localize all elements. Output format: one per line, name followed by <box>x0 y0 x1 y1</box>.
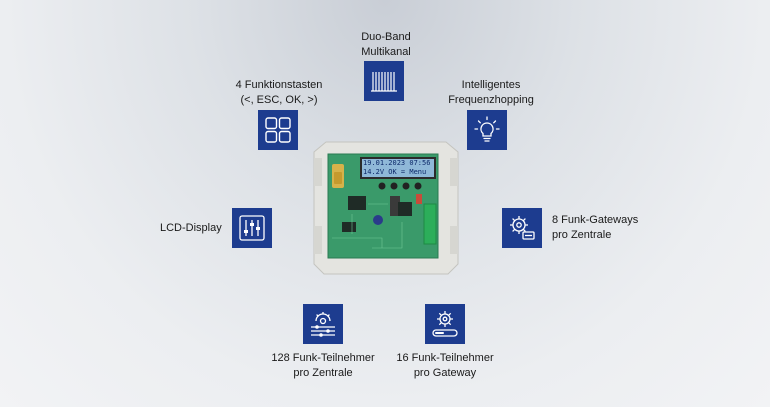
lightbulb-icon <box>474 116 500 142</box>
lcd-display-label: LCD-Display <box>160 222 222 234</box>
gear-network-icon <box>510 216 535 240</box>
sliders-tile <box>232 208 272 248</box>
duo-band-label: Duo-Band Multikanal <box>361 31 411 58</box>
frequency-bars-icon <box>371 72 397 92</box>
gear-bar-icon <box>432 311 458 337</box>
frequenzhopping-label: Intelligentes Frequenzhopping <box>448 79 534 106</box>
gear-network-tile <box>502 208 542 248</box>
teilnehmer-gateway-label: 16 Funk-Teilnehmer pro Gateway <box>396 352 494 379</box>
gear-sliders-tile <box>303 304 343 344</box>
lightbulb-tile <box>467 110 507 150</box>
funktionstasten-label: 4 Funktionstasten (<, ESC, OK, >) <box>235 79 323 106</box>
lcd-line-2: 14.2V OK = Menu <box>363 168 427 176</box>
sliders-icon <box>239 215 265 241</box>
lcd-line-1: 19.01.2023 07:56 <box>363 159 431 167</box>
four-keys-icon <box>265 117 291 143</box>
funk-gateways-label: 8 Funk-Gateways pro Zentrale <box>552 214 639 241</box>
teilnehmer-zentrale-label: 128 Funk-Teilnehmer pro Zentrale <box>271 352 375 379</box>
radio-central-unit-image: 19.01.2023 07:56 14.2V OK = Menu <box>312 138 460 276</box>
gear-sliders-icon <box>311 312 335 337</box>
pcb-module-illustration <box>313 141 459 275</box>
four-keys-tile <box>258 110 298 150</box>
frequency-bars-tile <box>364 61 404 101</box>
gear-bar-tile <box>425 304 465 344</box>
